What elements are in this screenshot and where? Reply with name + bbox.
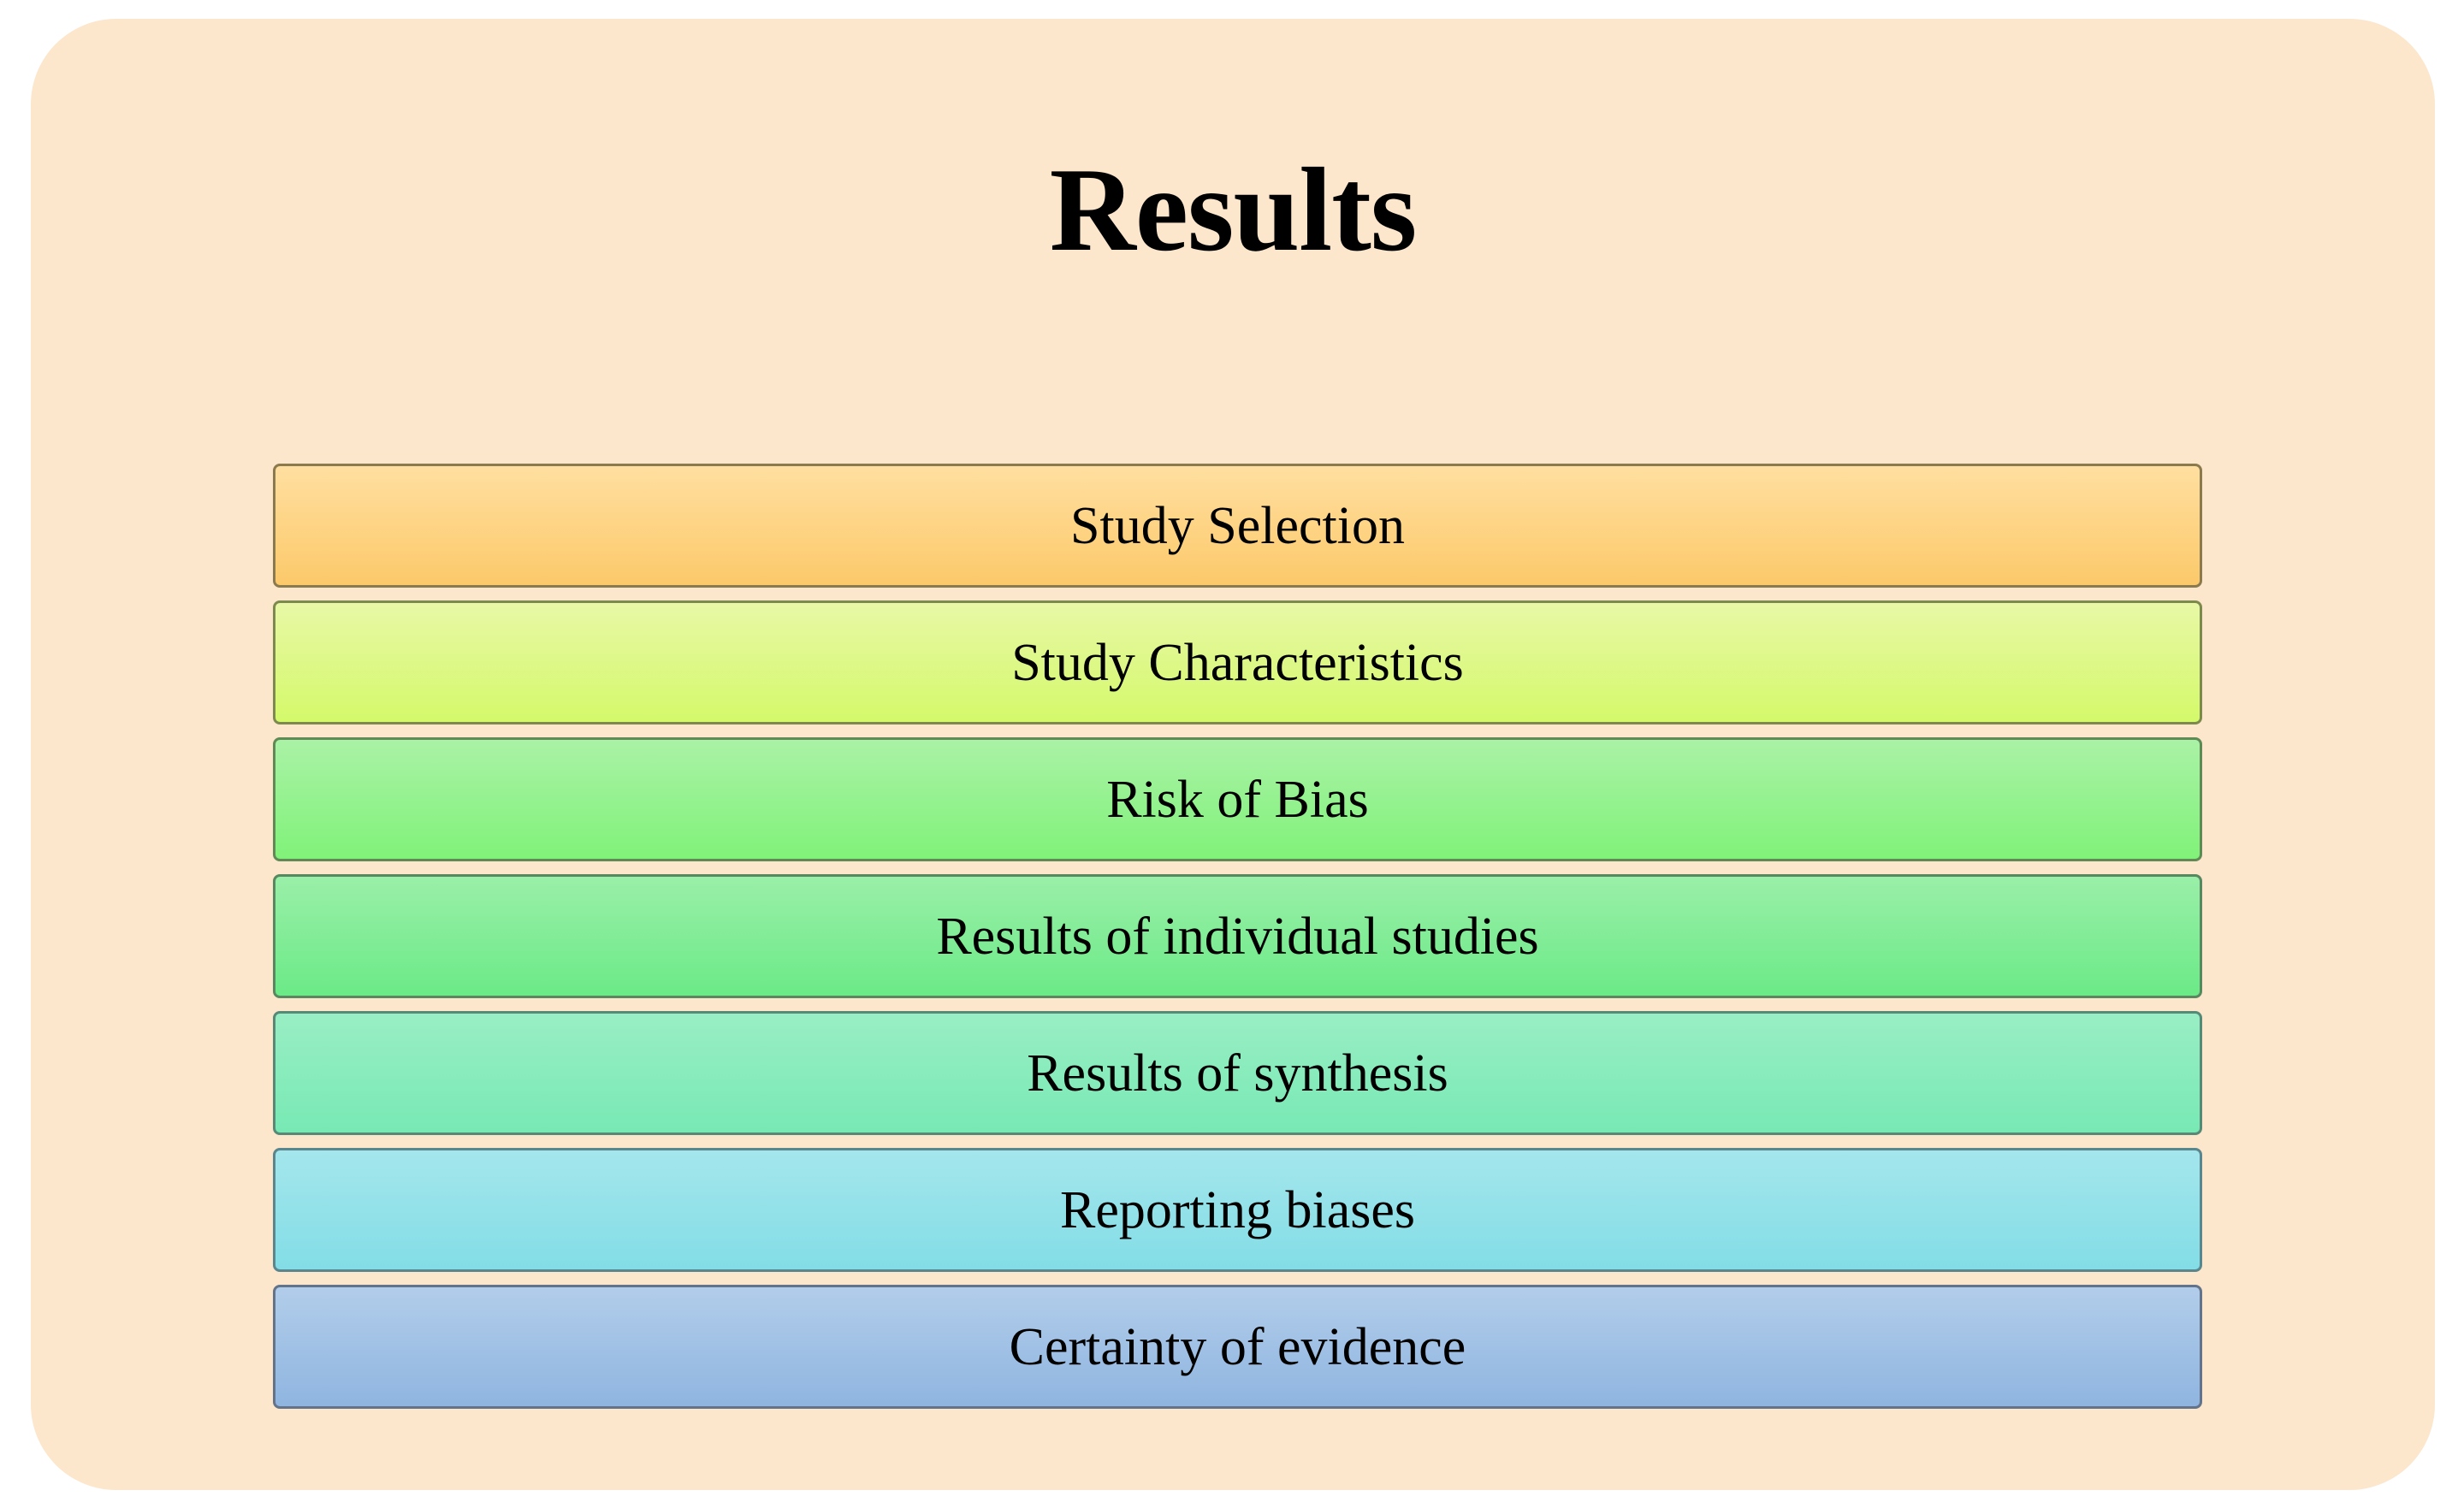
process-bar-label: Study Characteristics (1011, 633, 1464, 692)
process-bar-results-of-individual-studies[interactable]: Results of individual studies (273, 874, 2202, 998)
process-bar-label: Reporting biases (1060, 1180, 1415, 1239)
process-bar-reporting-biases[interactable]: Reporting biases (273, 1148, 2202, 1272)
process-bar-label: Certainty of evidence (1009, 1317, 1466, 1376)
process-bar-results-of-synthesis[interactable]: Results of synthesis (273, 1011, 2202, 1135)
process-bar-label: Risk of Bias (1106, 770, 1369, 829)
process-bar-label: Study Selection (1070, 496, 1405, 555)
process-bar-risk-of-bias[interactable]: Risk of Bias (273, 737, 2202, 861)
process-bar-label: Results of synthesis (1027, 1044, 1448, 1103)
process-bar-study-characteristics[interactable]: Study Characteristics (273, 600, 2202, 724)
process-bar-study-selection[interactable]: Study Selection (273, 464, 2202, 588)
page-title: Results (1049, 144, 1418, 276)
process-bar-certainty-of-evidence[interactable]: Certainty of evidence (273, 1285, 2202, 1409)
process-bar-label: Results of individual studies (936, 907, 1539, 966)
